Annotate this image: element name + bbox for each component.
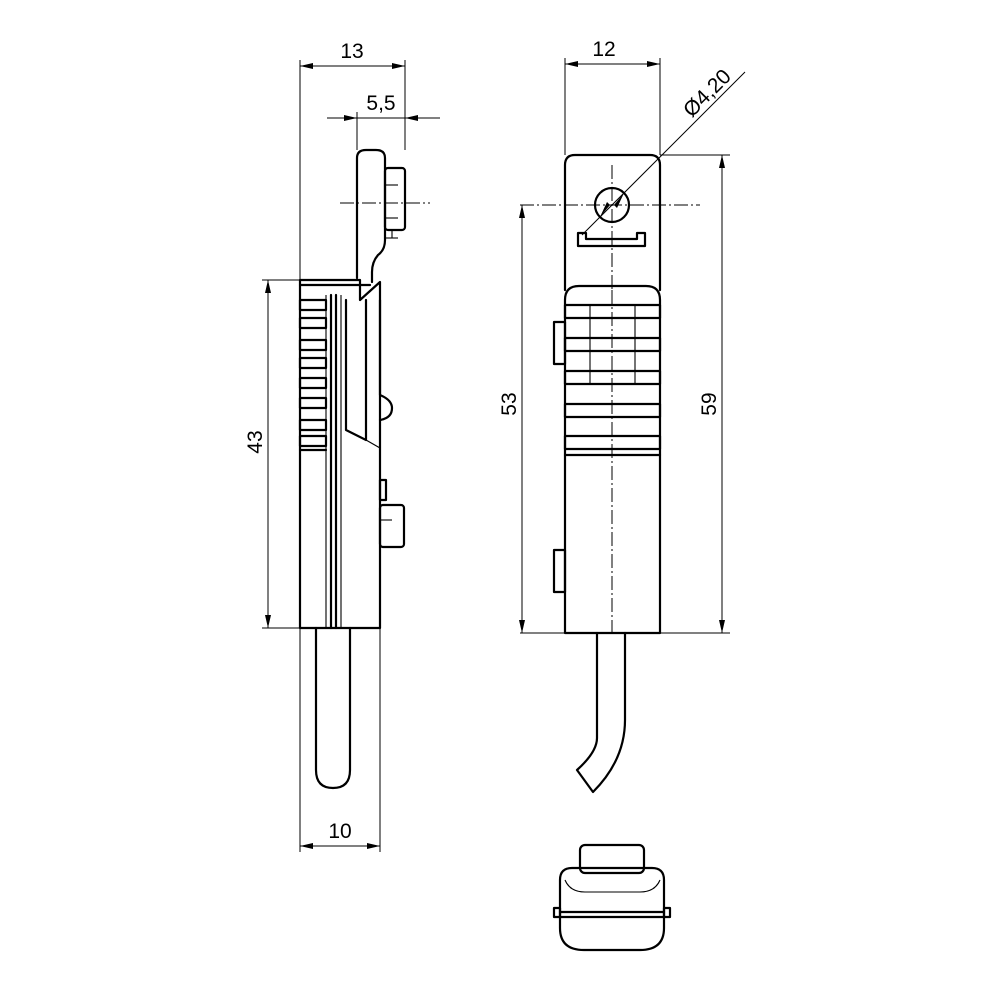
front-cable [575,631,627,794]
dim-side-height: 43 [244,430,267,453]
dim-front-width: 12 [592,38,615,61]
side-ribs [298,298,328,448]
front-body [563,284,662,635]
side-pin [314,626,352,790]
front-view: Ø4,20 12 53 [498,38,746,794]
dim-side-width-top: 13 [340,40,363,63]
front-tab [563,153,662,292]
dim-front-height-body: 53 [498,392,521,415]
end-view-body [558,866,666,952]
front-slot [576,231,647,248]
end-view [552,843,672,952]
end-view-cap [578,843,646,875]
side-latch [378,503,406,549]
side-top-tab [383,166,407,232]
dim-side-offset: 5,5 [366,92,395,115]
side-view: 13 5,5 43 10 [244,40,440,852]
dim-front-height-total: 59 [698,392,721,415]
side-hook [355,148,387,284]
dim-hole-diameter: Ø4,20 [679,65,736,122]
dim-side-width-bottom: 10 [328,820,351,843]
side-body [298,278,382,630]
